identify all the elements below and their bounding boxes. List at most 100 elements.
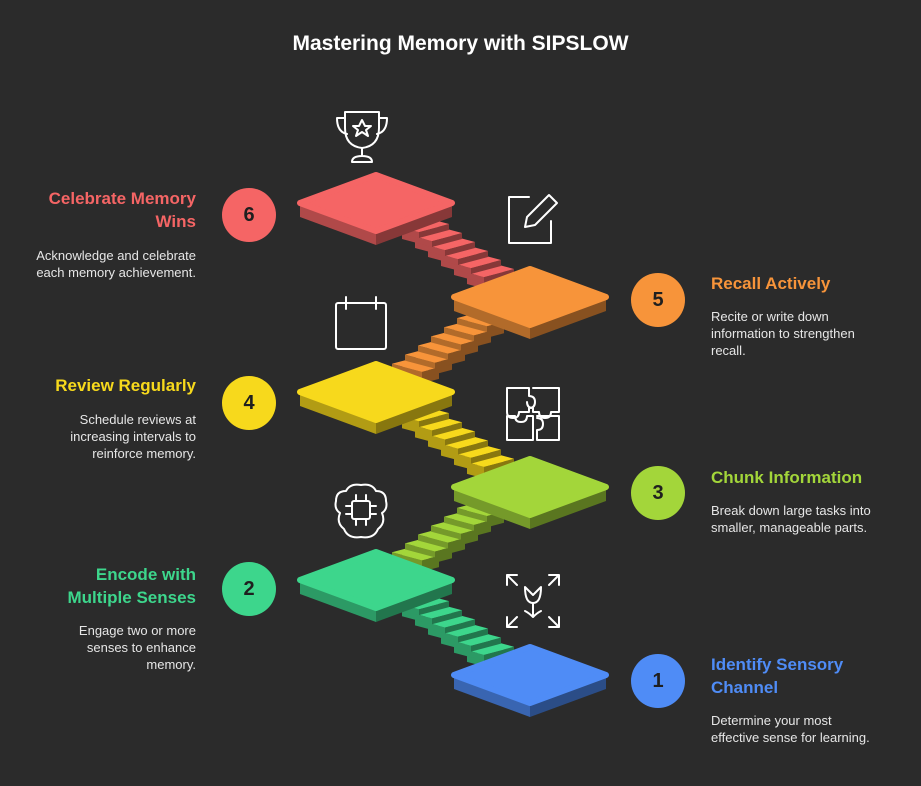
platform-3 — [451, 456, 609, 529]
platform-right-face — [376, 392, 452, 434]
stair-riser — [418, 534, 448, 549]
stair-riser — [392, 363, 422, 378]
stair-riser — [444, 516, 474, 531]
step-2-badge: 2 — [222, 562, 276, 616]
stair-side — [435, 543, 465, 558]
step-6-description: Acknowledge and celebrate each memory ac… — [36, 248, 196, 280]
stair-side — [435, 354, 465, 369]
senses-focus-icon — [506, 574, 560, 628]
diagram-title: Mastering Memory with SIPSLOW — [292, 32, 629, 55]
stair-side — [474, 327, 504, 342]
stair-side — [432, 422, 462, 437]
platform-left-face — [454, 487, 530, 529]
stair-riser — [415, 242, 445, 256]
platform-left-face — [454, 297, 530, 339]
stair-side — [458, 440, 488, 455]
stair-side — [448, 345, 478, 360]
stair-riser — [431, 336, 461, 351]
step-1-number: 1 — [652, 669, 664, 692]
stair-riser — [457, 507, 487, 522]
platform-left-face — [300, 392, 376, 434]
trophy-icon — [336, 111, 388, 163]
stair-side — [419, 413, 449, 428]
platform-right-face — [530, 487, 606, 529]
stair-side — [445, 242, 475, 256]
stair-side — [448, 534, 478, 549]
stair-side — [445, 431, 475, 446]
stair-side — [422, 552, 452, 567]
step-3-title: Chunk Information — [711, 468, 863, 487]
platform-top-face — [297, 172, 455, 234]
platform-left-face — [300, 580, 376, 622]
stair-side — [432, 233, 462, 247]
stair-side — [471, 449, 501, 464]
step-6-badge: 6 — [222, 188, 276, 242]
stair-side — [419, 601, 449, 616]
stair-side — [422, 363, 452, 378]
stair-riser — [402, 610, 432, 625]
stair-riser — [402, 233, 432, 247]
platform-left-face — [454, 675, 530, 717]
stair-riser — [441, 637, 471, 652]
stair-riser — [418, 345, 448, 360]
platform-1 — [451, 644, 609, 717]
stair-side — [484, 269, 514, 283]
stair-riser — [457, 318, 487, 333]
step-2-title: Encode with Multiple Senses — [67, 565, 196, 607]
step-1-title: Identify Sensory Channel — [711, 655, 844, 697]
step-2-description: Engage two or more senses to enhance mem… — [78, 623, 196, 672]
platform-2 — [297, 549, 455, 622]
step-6-title: Celebrate Memory Wins — [48, 189, 196, 231]
stair-riser — [454, 458, 484, 473]
step-5-badge: 5 — [631, 273, 685, 327]
stair-riser — [441, 260, 471, 274]
platform-right-face — [530, 675, 606, 717]
edit-note-icon — [508, 194, 558, 244]
platform-top-face — [297, 549, 455, 611]
step-4-badge: 4 — [222, 376, 276, 430]
stair-side — [461, 525, 491, 540]
step-4-description: Schedule reviews at increasing intervals… — [70, 412, 196, 461]
step-4-title: Review Regularly — [55, 376, 196, 395]
stair-riser — [405, 543, 435, 558]
step-6-number: 6 — [243, 203, 255, 226]
stair-side — [484, 458, 514, 473]
stair-side — [458, 251, 488, 265]
platform-top-face — [451, 644, 609, 706]
brain-chip-icon — [334, 483, 388, 539]
stair-side — [419, 224, 449, 238]
step-5-title: Recall Actively — [711, 274, 831, 293]
platform-top-face — [451, 456, 609, 518]
step-3-description: Break down large tasks into smaller, man… — [711, 503, 871, 535]
calendar-icon — [335, 296, 387, 350]
stair-side — [471, 637, 501, 652]
stair-riser — [428, 628, 458, 643]
stair-riser — [441, 449, 471, 464]
step-2-number: 2 — [243, 577, 255, 600]
platform-right-face — [376, 580, 452, 622]
platform-top-face — [297, 361, 455, 423]
step-5-description: Recite or write down information to stre… — [711, 309, 855, 358]
stair-riser — [415, 619, 445, 634]
platform-top-face — [451, 266, 609, 328]
step-1-badge: 1 — [631, 654, 685, 708]
platform-left-face — [300, 203, 376, 245]
stair-riser — [431, 525, 461, 540]
step-5-number: 5 — [652, 288, 664, 311]
stair-side — [432, 610, 462, 625]
stair-side — [474, 516, 504, 531]
stair-riser — [405, 354, 435, 369]
stair-riser — [454, 646, 484, 661]
step-3-badge: 3 — [631, 466, 685, 520]
puzzle-icon — [506, 387, 560, 441]
stair-side — [458, 628, 488, 643]
platform-5 — [451, 266, 609, 339]
stair-riser — [415, 431, 445, 446]
platform-right-face — [530, 297, 606, 339]
step-3-number: 3 — [652, 481, 664, 504]
stair-side — [471, 260, 501, 274]
platform-4 — [297, 361, 455, 434]
stair-riser — [444, 327, 474, 342]
stair-riser — [402, 422, 432, 437]
